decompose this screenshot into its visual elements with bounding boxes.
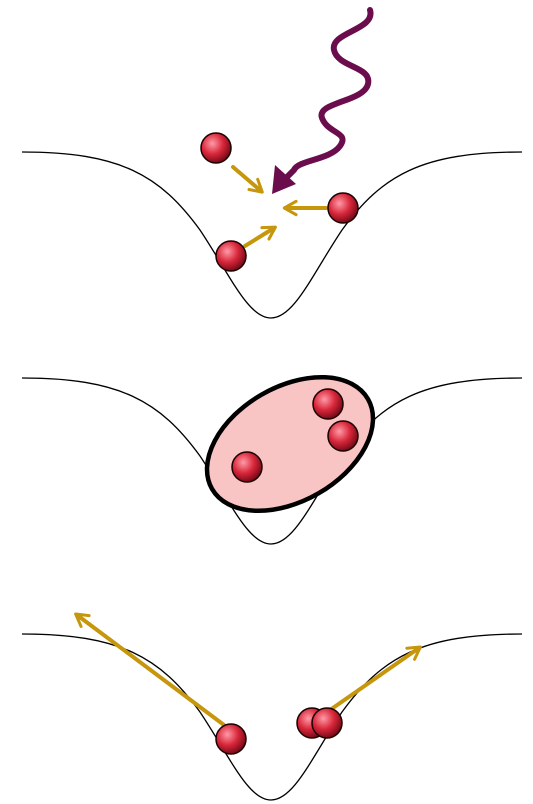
particle xyxy=(201,133,231,163)
arrow-from-bottom-left xyxy=(245,228,274,246)
particle xyxy=(232,452,262,482)
photon-wave xyxy=(282,10,371,182)
arrow-from-top-left xyxy=(233,167,261,191)
particle xyxy=(328,193,358,223)
particle xyxy=(328,421,358,451)
particle xyxy=(216,724,246,754)
potential-well-curve xyxy=(22,152,522,318)
outgoing-arrow-left xyxy=(77,615,228,728)
potential-well-curve xyxy=(22,634,522,800)
particle xyxy=(313,389,343,419)
panel-dissociation xyxy=(22,615,522,800)
bound-cluster xyxy=(184,350,397,539)
panel-approach xyxy=(22,10,522,318)
particle xyxy=(312,708,342,738)
panel-bound-complex xyxy=(22,350,522,544)
particle xyxy=(216,241,246,271)
outgoing-arrow-right xyxy=(330,648,419,710)
